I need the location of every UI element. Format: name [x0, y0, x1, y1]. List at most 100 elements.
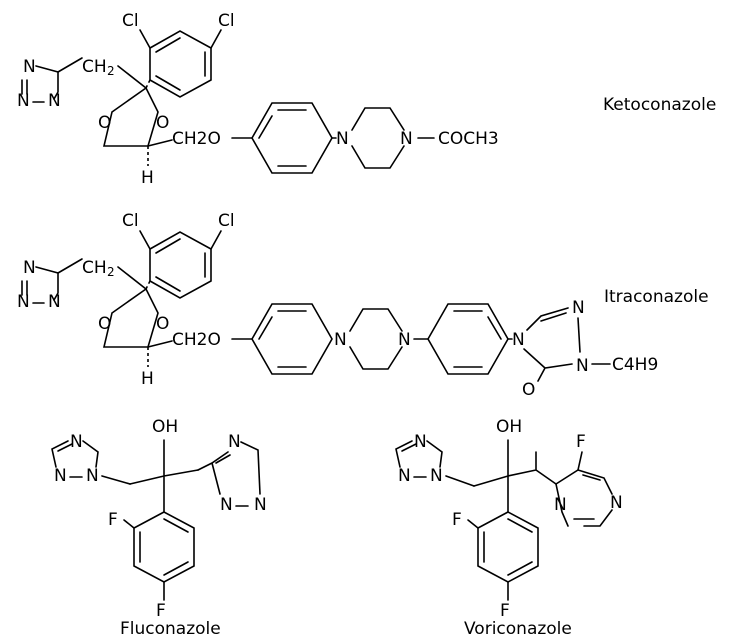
atom-h: H [141, 168, 154, 188]
fluconazole-right-triazole: N N N [197, 432, 267, 515]
atom-o: O [522, 380, 535, 400]
ketoconazole-structure: N N N CH 2 Cl Cl O O H CH2O [17, 11, 499, 188]
atom-n: N [48, 91, 61, 111]
bond [445, 475, 475, 487]
atom-f: F [108, 510, 118, 530]
bond [155, 238, 206, 292]
bond [102, 87, 159, 147]
atom-f: F [576, 432, 586, 452]
ketoconazole-phenyl [251, 102, 333, 174]
bond [258, 109, 307, 167]
atom-n: N [86, 466, 99, 486]
itraconazole-triazole-ring: N N N [17, 258, 61, 312]
atom-o: O [156, 314, 169, 334]
atom-oh: OH [152, 417, 178, 437]
fluconazole-structure: N N N OH N N N F F Fluconazole [51, 417, 267, 639]
bond [210, 29, 222, 49]
atom-n: N [17, 91, 30, 111]
itraconazole-dichlorophenyl: Cl Cl [122, 211, 235, 299]
atom-n: N [610, 493, 623, 513]
atom-n: N [414, 432, 427, 452]
atom-n: N [334, 330, 347, 350]
bond [139, 29, 151, 49]
atom-ch: CH [82, 57, 107, 77]
bond [149, 30, 212, 98]
voriconazole-structure: N N N OH N N F F F Voriconazole [395, 417, 623, 639]
bond [133, 511, 195, 583]
atom-ch2o: CH2O [172, 330, 221, 350]
bond [577, 451, 583, 471]
bond [473, 439, 557, 513]
atom-cl: Cl [122, 211, 139, 231]
atom-f: F [156, 601, 166, 621]
atom-butyl: C4H9 [612, 355, 658, 375]
bond [129, 439, 199, 513]
bond [149, 231, 212, 299]
bond [349, 308, 403, 370]
bond [197, 441, 261, 507]
bond [395, 440, 443, 478]
atom-n: N [23, 57, 36, 77]
atom-n: N [554, 495, 567, 515]
bond [453, 310, 502, 368]
bond [145, 280, 151, 290]
voriconazole-fluoropyrimidine: N N F [554, 432, 623, 527]
bond [523, 307, 581, 382]
label-itraconazole: Itraconazole [604, 287, 709, 307]
ketoconazole-piperazine: N N [331, 107, 435, 169]
atom-n: N [17, 292, 30, 312]
label-fluconazole: Fluconazole [120, 619, 221, 639]
atom-n: N [398, 466, 411, 486]
bond [57, 258, 83, 274]
bond [147, 340, 173, 348]
itraconazole-phenyl-2 [427, 303, 513, 375]
bond [117, 65, 147, 89]
ketoconazole-dichlorophenyl: Cl Cl [122, 11, 235, 98]
itraconazole-dioxolane: O O H [98, 288, 173, 389]
itraconazole-phenyl-1 [251, 303, 333, 375]
bond [51, 440, 99, 478]
atom-n: N [228, 432, 241, 452]
bond [351, 107, 405, 169]
bond [155, 37, 206, 91]
subscript-2: 2 [107, 265, 115, 279]
itraconazole-triazolone: N N N O C4H9 [512, 298, 658, 400]
atom-f: F [452, 510, 462, 530]
atom-n: N [336, 129, 349, 149]
atom-o: O [98, 113, 111, 133]
bond [117, 266, 147, 290]
fluconazole-left-triazole: N N N [51, 432, 99, 486]
voriconazole-difluorophenyl: F F [452, 510, 539, 621]
atom-oh: OH [496, 417, 522, 437]
bond [102, 288, 159, 348]
atom-cl: Cl [218, 11, 235, 31]
atom-n: N [430, 466, 443, 486]
bond [258, 310, 307, 368]
atom-n: N [254, 495, 267, 515]
bond [251, 303, 333, 375]
atom-ch: CH [82, 258, 107, 278]
atom-f: F [500, 601, 510, 621]
atom-cl: Cl [122, 11, 139, 31]
atom-o: O [98, 314, 111, 334]
subscript-2: 2 [107, 64, 115, 78]
bond [555, 469, 613, 527]
atom-n: N [400, 129, 413, 149]
atom-n: N [70, 432, 83, 452]
bond [467, 519, 509, 601]
bond [101, 475, 131, 485]
atom-n: N [512, 330, 525, 350]
label-ketoconazole: Ketoconazole [603, 95, 716, 115]
atom-h: H [141, 369, 154, 389]
bond [427, 303, 509, 375]
bond [147, 139, 173, 147]
atom-cl: Cl [218, 211, 235, 231]
bond [139, 518, 189, 576]
bond [145, 79, 151, 89]
atom-n: N [576, 356, 589, 376]
atom-o: O [156, 113, 169, 133]
atom-n: N [54, 466, 67, 486]
itraconazole-structure: N N N CH 2 Cl Cl O O H CH2O [17, 211, 658, 400]
itraconazole-piperazine: N N [334, 308, 429, 370]
